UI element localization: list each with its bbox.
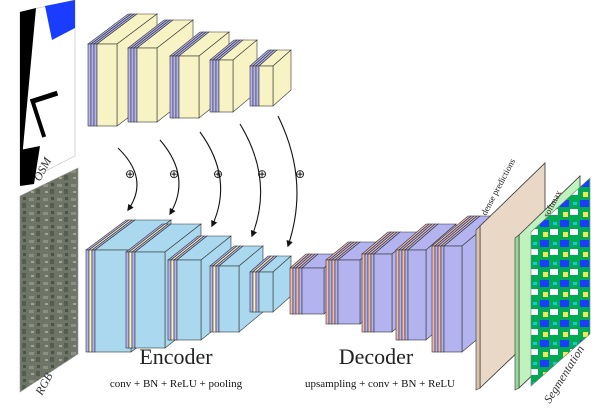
fusion-arrow-1 bbox=[117, 147, 138, 212]
decoder-block-5-body-front bbox=[443, 245, 463, 353]
osm-encoder-block-1-stripe-3-front bbox=[93, 43, 98, 127]
decoder-block-5-stripe-2-front bbox=[434, 245, 439, 353]
decoder-block-3-stripe-3-front bbox=[367, 253, 372, 333]
osm-encoder-block-4-stripe-1-front bbox=[209, 59, 214, 113]
rgb-encoder-block-4-body-front bbox=[218, 265, 240, 333]
fusion-arrow-4 bbox=[239, 123, 262, 238]
osm-encoder-block-5-stripe-1-front bbox=[249, 65, 254, 107]
decoder-block-5-stripe-4-front bbox=[440, 245, 445, 353]
rgb-encoder-block-2-body-front bbox=[134, 251, 166, 349]
osm-encoder-block-2-body-front bbox=[136, 47, 158, 123]
decoder-block-1-body-front bbox=[301, 267, 325, 315]
rgb-encoder-block-5-stripe-3-front bbox=[255, 271, 260, 313]
rgb-encoder-block-3-stripe-2-front bbox=[170, 259, 175, 341]
rgb-encoder-block-5-stripe-2-front bbox=[252, 271, 257, 313]
decoder-block-4-stripe-2-front bbox=[398, 249, 403, 341]
osm-encoder-block-5-body-front bbox=[258, 65, 274, 107]
fusion-symbol-3: ⊕ bbox=[213, 167, 223, 181]
osm-encoder-block-2-stripe-2-front bbox=[130, 47, 135, 123]
decoder-block-3-body-front bbox=[373, 253, 393, 333]
osm-input-image bbox=[19, 0, 76, 186]
decoder-block-2-body-front bbox=[337, 259, 361, 325]
decoder-block-2-stripe-3-front bbox=[331, 259, 336, 325]
osm-encoder-block-4 bbox=[209, 39, 258, 113]
decoder-block-4-stripe-3-front bbox=[401, 249, 406, 341]
encoder-title: Encoder bbox=[139, 344, 213, 369]
rgb-encoder-block-3-body-front bbox=[176, 259, 202, 341]
osm-encoder-branch bbox=[87, 13, 292, 127]
decoder-ops: upsampling + conv + BN + ReLU bbox=[305, 378, 455, 390]
rgb-encoder-block-2-stripe-2-front bbox=[128, 251, 133, 349]
rgb-encoder-block-4-stripe-2-front bbox=[212, 265, 217, 333]
rgb-encoder-block-4-stripe-3-front bbox=[215, 265, 220, 333]
osm-encoder-block-2-stripe-3-front bbox=[133, 47, 138, 123]
decoder-block-4 bbox=[395, 223, 457, 341]
rgb-encoder-block-5-body-front bbox=[258, 271, 274, 313]
osm-encoder-block-3-stripe-3-front bbox=[175, 55, 180, 119]
rgb-encoder-block-5-stripe-1-front bbox=[249, 271, 254, 313]
decoder-block-2-stripe-4-front bbox=[334, 259, 339, 325]
rgb-encoder-block-3-stripe-1-front bbox=[167, 259, 172, 341]
osm-encoder-block-5 bbox=[249, 49, 292, 107]
decoder-block-4-body-front bbox=[407, 249, 427, 341]
decoder-block-1-stripe-2-front bbox=[292, 267, 297, 315]
osm-encoder-block-4-body-front bbox=[218, 59, 234, 113]
decoder-block-2-stripe-2-front bbox=[328, 259, 333, 325]
decoder-block-5-stripe-3-front bbox=[437, 245, 442, 353]
osm-encoder-block-3-stripe-1-front bbox=[169, 55, 174, 119]
rgb-encoder-block-5 bbox=[249, 255, 292, 313]
fusion-symbol-2: ⊕ bbox=[169, 167, 179, 181]
rgb-encoder-block-1-stripe-2-front bbox=[88, 249, 93, 353]
fusion-connections: ⊕ ⊕ ⊕ ⊕ ⊕ bbox=[117, 115, 305, 248]
rgb-encoder-block-1-stripe-3-front bbox=[91, 249, 96, 353]
decoder-block-4-stripe-1-front bbox=[395, 249, 400, 341]
decoder-block-1-stripe-3-front bbox=[295, 267, 300, 315]
osm-encoder-block-2-stripe-1-front bbox=[127, 47, 132, 123]
decoder-block-4-stripe-4-front bbox=[404, 249, 409, 341]
decoder-block-1 bbox=[289, 253, 341, 315]
rgb-input-image bbox=[19, 167, 79, 393]
encoder-ops: conv + BN + ReLU + pooling bbox=[110, 378, 243, 390]
fusion-arrow-5 bbox=[277, 115, 298, 248]
rgb-encoder-branch bbox=[85, 219, 292, 353]
rgb-encoder-block-2-stripe-1-front bbox=[125, 251, 130, 349]
osm-encoder-block-4-stripe-2-front bbox=[212, 59, 217, 113]
decoder-block-3-stripe-1-front bbox=[361, 253, 366, 333]
decoder-title: Decoder bbox=[339, 344, 414, 369]
fusion-arrow-3 bbox=[199, 131, 222, 228]
rgb-encoder-block-4-stripe-1-front bbox=[209, 265, 214, 333]
decoder-block-3-stripe-4-front bbox=[370, 253, 375, 333]
fusion-symbol-4: ⊕ bbox=[257, 167, 267, 181]
rgb-encoder-block-1-stripe-1-front bbox=[85, 249, 90, 353]
osm-encoder-block-4-stripe-3-front bbox=[215, 59, 220, 113]
osm-encoder-block-1-stripe-1-front bbox=[87, 43, 92, 127]
osm-encoder-block-5-stripe-3-front bbox=[255, 65, 260, 107]
fusion-symbol-5: ⊕ bbox=[295, 167, 305, 181]
fusion-arrow-2 bbox=[159, 139, 180, 216]
rgb-encoder-block-3-stripe-3-front bbox=[173, 259, 178, 341]
decoder-branch bbox=[289, 215, 499, 353]
segmentation-output-image bbox=[530, 177, 591, 387]
osm-encoder-block-3-stripe-2-front bbox=[172, 55, 177, 119]
decoder-block-5-stripe-1-front bbox=[431, 245, 436, 353]
osm-encoder-block-3-body-front bbox=[178, 55, 200, 119]
rgb-encoder-block-2-stripe-3-front bbox=[131, 251, 136, 349]
decoder-block-1-stripe-4-front bbox=[298, 267, 303, 315]
osm-encoder-block-5-stripe-2-front bbox=[252, 65, 257, 107]
osm-encoder-block-1-stripe-2-front bbox=[90, 43, 95, 127]
decoder-block-3-stripe-2-front bbox=[364, 253, 369, 333]
osm-encoder-block-1-body-front bbox=[96, 43, 118, 127]
decoder-block-2-stripe-1-front bbox=[325, 259, 330, 325]
fusion-symbol-1: ⊕ bbox=[125, 167, 135, 181]
rgb-encoder-block-1-body-front bbox=[94, 249, 132, 353]
decoder-block-1-stripe-1-front bbox=[289, 267, 294, 315]
